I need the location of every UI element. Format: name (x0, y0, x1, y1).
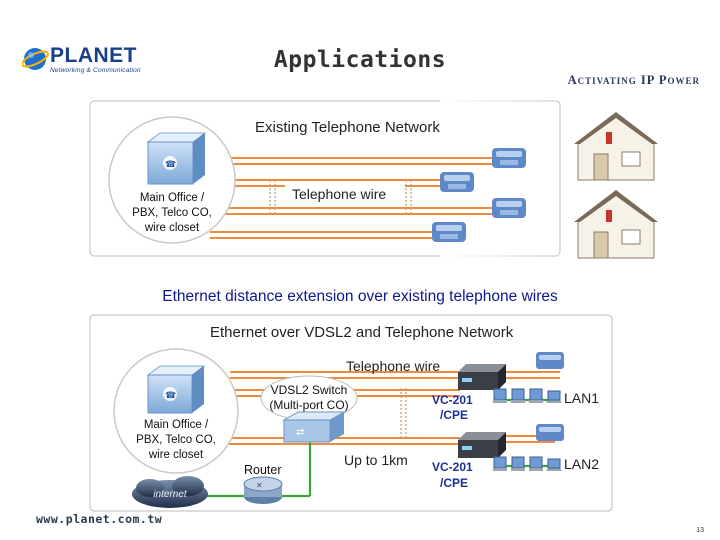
cpe-device-icon (458, 432, 506, 458)
cpe2-label-line-2: /CPE (440, 476, 468, 490)
cpe1-label-line-2: /CPE (440, 408, 468, 422)
bottom-wire-label: Telephone wire (346, 358, 440, 374)
footer-url: www.planet.com.tw (36, 512, 163, 526)
page-number: 13 (696, 527, 704, 534)
switch-label-line-1: VDSL2 Switch (271, 383, 348, 397)
house-icon (574, 190, 658, 259)
logo-tagline: Networking & Communication (50, 67, 141, 74)
existing-network-diagram: Existing Telephone Network Telephone wir… (89, 98, 658, 260)
router-label: Router (244, 463, 282, 477)
bottom-office-line-3: wire closet (148, 449, 204, 461)
planet-logo (21, 44, 134, 78)
house-icon (574, 112, 658, 181)
router-icon: ✕ (243, 476, 283, 504)
svg-text:☎: ☎ (165, 390, 176, 400)
logo-wordmark: PLANET (50, 44, 137, 67)
switch-label-line-2: (Multi-port CO) (269, 398, 348, 412)
desk-phone-icons (432, 148, 526, 242)
bottom-heading: Ethernet over VDSL2 and Telephone Networ… (210, 324, 514, 341)
brand-tagline: Activating IP Power (567, 73, 700, 87)
globe-icon (21, 48, 49, 70)
diagram-caption: Ethernet distance extension over existin… (162, 288, 558, 305)
wire-break-marks (269, 180, 412, 214)
pbx-cube-icon: ☎ (146, 365, 206, 414)
distance-label: Up to 1km (344, 452, 408, 468)
lan2-label: LAN2 (564, 456, 599, 472)
cpe-device-icon (458, 364, 506, 390)
top-office-line-3: wire closet (144, 222, 200, 234)
slide-title: Applications (273, 47, 447, 73)
vdsl-switch-icon: ⇄ (282, 411, 346, 443)
top-office-line-2: PBX, Telco CO, (132, 207, 212, 219)
top-wire-label: Telephone wire (292, 186, 386, 202)
bottom-office-line-1: Main Office / (144, 419, 209, 431)
diagram-frame (89, 314, 613, 512)
telephone-wires (200, 157, 500, 239)
top-office-line-1: Main Office / (140, 192, 205, 204)
svg-text:☎: ☎ (165, 159, 176, 169)
lan1-label: LAN1 (564, 390, 599, 406)
lan-computer-icons (493, 388, 562, 471)
wire-label-bg (285, 184, 405, 204)
top-heading: Existing Telephone Network (255, 119, 440, 136)
pbx-cube-icon: ☎ (146, 132, 207, 185)
internet-cloud-icon (132, 476, 208, 508)
cpe1-label-line-1: VC-201 (432, 393, 473, 407)
internet-label: internet (153, 489, 188, 500)
vdsl-network-diagram: Ethernet over VDSL2 and Telephone Networ… (89, 314, 613, 512)
svg-text:✕: ✕ (256, 481, 263, 490)
bottom-office-line-2: PBX, Telco CO, (136, 434, 216, 446)
cpe2-label-line-1: VC-201 (432, 460, 473, 474)
svg-text:⇄: ⇄ (296, 427, 304, 438)
desk-phone-icons (536, 352, 564, 441)
wire-break-marks (400, 388, 407, 440)
